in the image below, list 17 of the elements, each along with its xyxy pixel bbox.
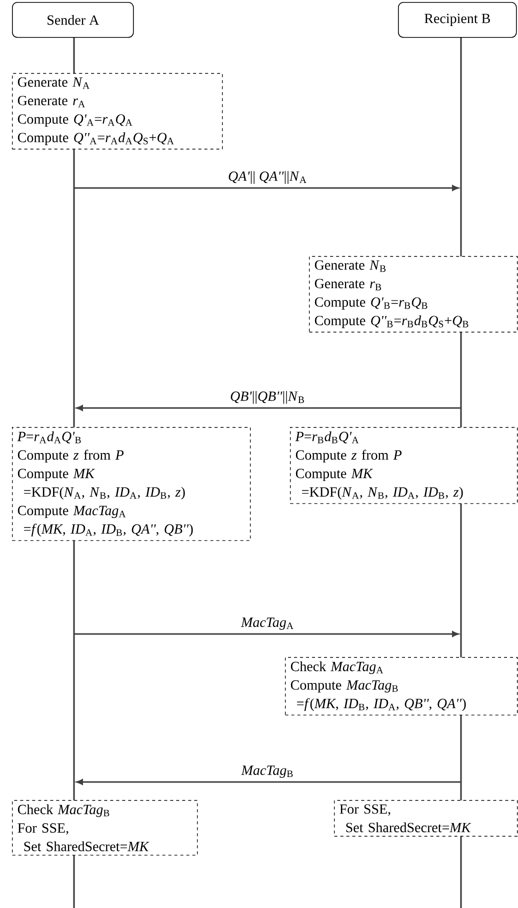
process-box: Generate N$_{B}$ Generate r$_{B}$ Compute Q'$_{B}$=r$_{B}$Q$_{B}$ Compute Q''$_{B}$=r$_{B}$d$_{B}$Q$_{S}$+Q$_{B}$: [309, 256, 518, 332]
message-arrow: [74, 631, 459, 637]
participant-box: Recipient B: [398, 2, 517, 38]
edge-label: MacTag$_{A}$: [240, 616, 295, 631]
process-box: Generate N$_{A}$ Generate r$_{A}$ Compute Q'$_{A}$=r$_{A}$Q$_{A}$ Compute Q''$_{A}$=r$_{A}$d$_{A}$Q$_{S}$+Q$_{A}$: [12, 73, 223, 150]
message-arrow: [76, 405, 461, 411]
edge-label: QB'||QB''||N$_{B}$: [229, 390, 306, 405]
participant-box: Sender A: [12, 2, 134, 38]
process-box: Check MacTag$_{B}$ For SSE, Set SharedSecret=MK: [12, 800, 198, 856]
process-box: Check MacTag$_{A}$ Compute MacTag$_{B}$ =f(MK, ID$_{B}$, ID$_{A}$, QB'', QA''): [285, 657, 518, 716]
edge-label: MacTag$_{B}$: [240, 764, 295, 779]
process-box: P=r$_{B}$d$_{B}$Q'$_{A}$ Compute z from P Compute MK =KDF(N$_{A}$, N$_{B}$, ID$_{A}$, ID$_{B}$, z): [290, 427, 518, 504]
process-box: P=r$_{A}$d$_{A}$Q'$_{B}$ Compute z from P Compute MK =KDF(N$_{A}$, N$_{B}$, ID$_{A}$, ID$_{B}$, z) Compute MacTag$_{A}$ =f(MK, ID$_{A}$, ID$_{B}$, QA'', QB''): [12, 427, 251, 541]
message-arrow: [76, 779, 461, 785]
message-arrow: [74, 185, 459, 191]
edge-label: QA'|| QA''||N$_{A}$: [227, 170, 308, 185]
process-box: For SSE, Set SharedSecret=MK: [334, 800, 518, 837]
